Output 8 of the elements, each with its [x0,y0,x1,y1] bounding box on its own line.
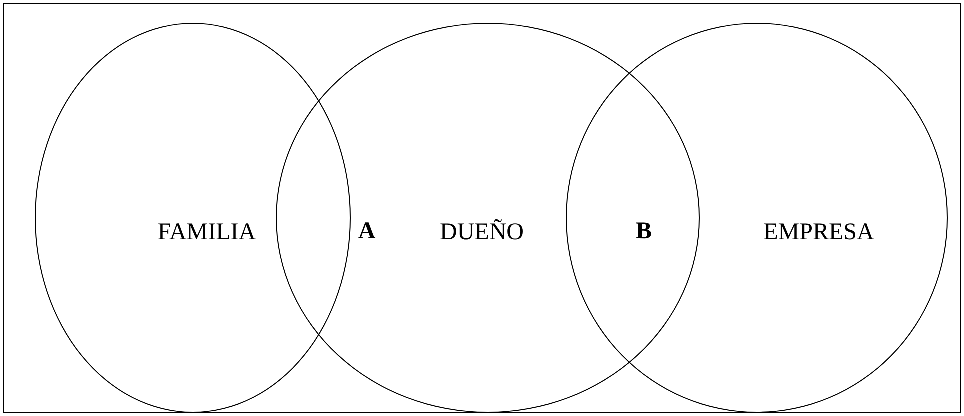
set-label: DUEÑO [440,220,524,246]
intersection-label: B [636,218,652,246]
ellipse [566,23,948,413]
ellipse [276,23,700,413]
intersection-label: A [358,218,376,246]
set-label: FAMILIA [158,220,256,246]
set-label: EMPRESA [764,220,874,246]
ellipse [35,23,351,413]
